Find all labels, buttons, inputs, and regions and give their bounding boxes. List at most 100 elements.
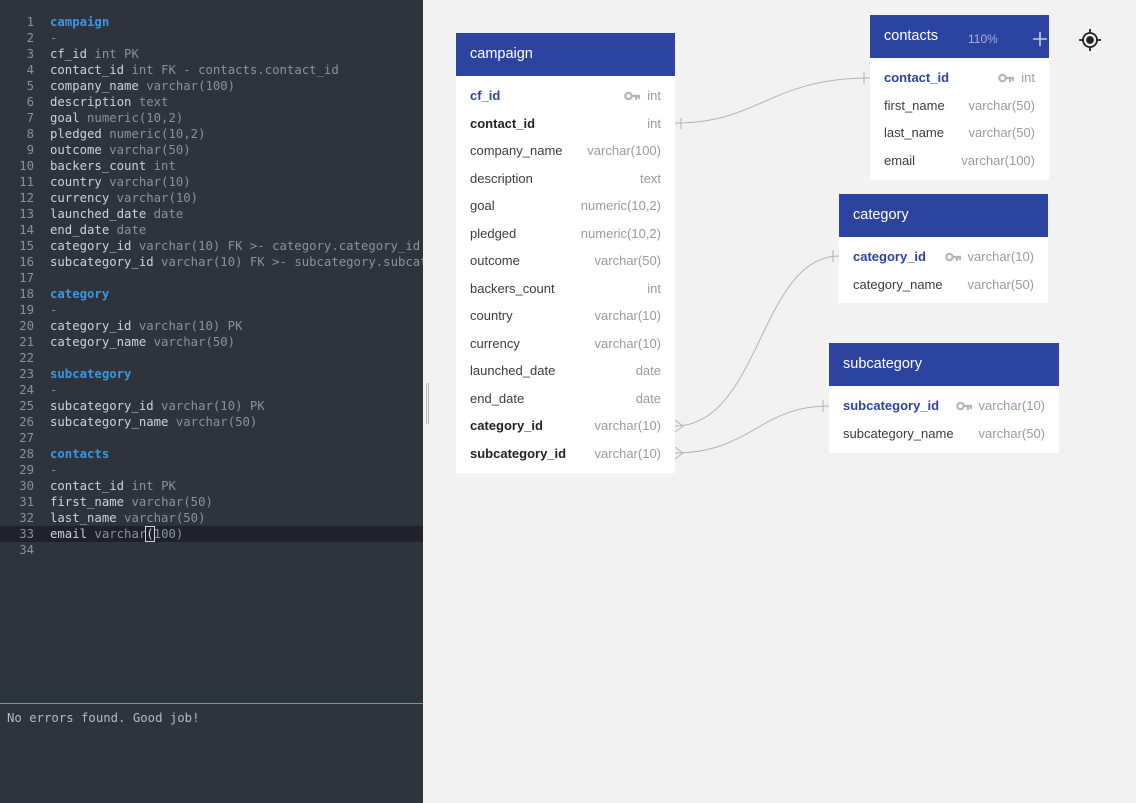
line-number: 31 [19, 495, 34, 509]
code-token: varchar(50) [116, 511, 206, 525]
code-token: varchar [87, 527, 147, 541]
code-token: date [146, 207, 184, 221]
code-token: - [50, 303, 58, 317]
line-number: 17 [19, 271, 34, 285]
code-line[interactable]: 27 [0, 430, 423, 446]
field-type: varchar(50) [968, 125, 1035, 140]
code-token: pledged [50, 127, 102, 141]
field-type: varchar(50) [968, 97, 1035, 113]
code-line[interactable]: 2- [0, 30, 423, 46]
panel-resize-handle[interactable] [426, 383, 429, 424]
field-type: varchar(50) [978, 425, 1045, 441]
table-header[interactable]: contacts [870, 15, 1049, 58]
code-line[interactable]: 29- [0, 462, 423, 478]
line-text: campaign [50, 14, 109, 30]
line-text: last_name varchar(50) [50, 510, 205, 526]
field-name: end_date [470, 390, 525, 406]
table-header[interactable]: subcategory [829, 343, 1059, 386]
table-keyword: category [50, 287, 110, 301]
table-keyword: campaign [50, 15, 110, 29]
line-text: subcategory_id varchar(10) FK >- subcate… [50, 254, 423, 270]
code-line[interactable]: 24- [0, 382, 423, 398]
code-line[interactable]: 31 first_name varchar(50) [0, 494, 423, 510]
line-number: 2 [26, 31, 34, 45]
key-icon [944, 252, 962, 262]
table-header[interactable]: category [839, 194, 1048, 237]
field-type-cell: varchar(50) [968, 271, 1034, 299]
line-text: currency varchar(10) [50, 190, 198, 206]
code-token: contact_id [50, 479, 125, 493]
field-name: description [470, 170, 533, 186]
field-type-cell: numeric(10,2) [581, 220, 661, 248]
line-text: first_name varchar(50) [50, 494, 213, 510]
field-type-cell: varchar(50) [979, 420, 1045, 448]
code-line[interactable]: 22 [0, 350, 423, 366]
code-token: end_date [50, 223, 110, 237]
code-token: int [146, 159, 176, 173]
table-header[interactable]: campaign [456, 33, 675, 76]
field-type-cell: varchar(100) [587, 137, 661, 165]
code-line[interactable]: 34 [0, 542, 423, 558]
line-number: 23 [19, 367, 34, 381]
code-line[interactable]: 19- [0, 302, 423, 318]
line-number: 30 [19, 479, 34, 493]
plus-icon[interactable] [1031, 30, 1049, 48]
field-type-cell: varchar(50) [969, 92, 1035, 120]
code-line[interactable]: 17 [0, 270, 423, 286]
crosshair-icon[interactable] [1078, 28, 1102, 52]
